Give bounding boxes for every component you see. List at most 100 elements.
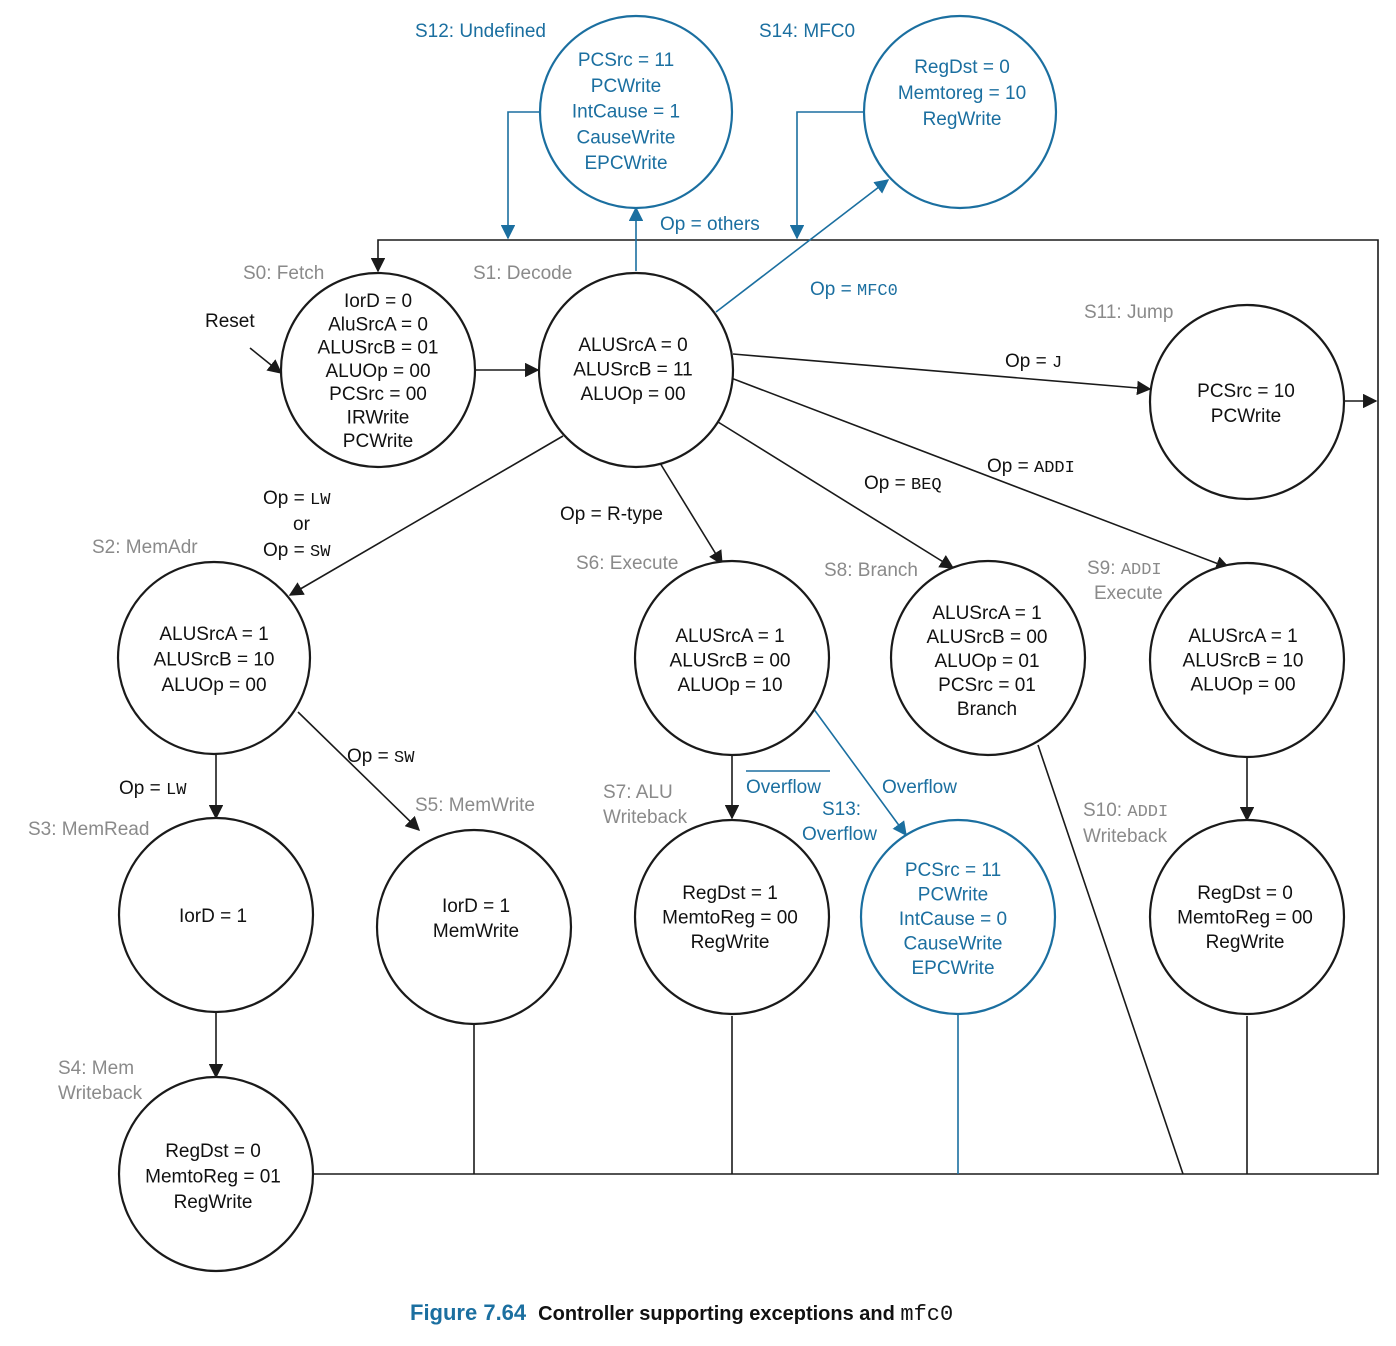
state-s1-circle	[537, 271, 735, 469]
state-s13-signal: IntCause = 0	[899, 909, 1007, 930]
s8-title: S8: Branch	[824, 560, 918, 581]
state-s4-signal: MemtoReg = 01	[145, 1167, 281, 1188]
s10-title-1: S10: ADDI	[1083, 800, 1168, 822]
state-s7-signal: MemtoReg = 00	[662, 908, 798, 929]
s2-title: S2: MemAdr	[92, 537, 198, 558]
state-s3-signal: IorD = 1	[179, 906, 247, 927]
state-s2-signal: ALUOp = 00	[161, 675, 266, 696]
s7-title-1: S7: ALU	[603, 782, 673, 803]
state-s5: IorD = 1 MemWrite	[375, 828, 573, 1026]
arrow-s1-s6	[659, 462, 723, 566]
s7-title-2: Writeback	[603, 807, 688, 828]
state-s12-circle	[538, 14, 734, 210]
state-s7-circle	[633, 818, 831, 1016]
state-s6-signal: ALUSrcB = 00	[670, 651, 791, 672]
state-s11-signal: PCSrc = 10	[1197, 381, 1295, 402]
state-s2-circle	[116, 560, 312, 756]
s0-title: S0: Fetch	[243, 263, 324, 284]
state-s5-signal: MemWrite	[433, 921, 519, 942]
label-op-j-mono: J	[1052, 354, 1062, 373]
state-s0-signal: PCWrite	[343, 431, 413, 452]
state-s9-circle	[1148, 561, 1346, 759]
label-op-lw-or-sw-3: Op = SW	[263, 540, 331, 562]
state-s14-circle	[862, 14, 1058, 210]
label-op-sw-prefix: Op =	[347, 746, 394, 767]
state-s4-signal: RegWrite	[174, 1192, 253, 1213]
label-op-lw-or-sw-1: Op = LW	[263, 488, 331, 510]
label-op-lw-or-sw-2: or	[293, 514, 311, 535]
state-s6-signal: ALUSrcA = 1	[675, 626, 784, 647]
s6-title: S6: Execute	[576, 553, 678, 574]
figure-caption: Figure 7.64 Controller supporting except…	[410, 1300, 953, 1327]
label-op-mfc0-mono: MFC0	[857, 282, 898, 301]
state-s7-signal: RegWrite	[691, 932, 770, 953]
state-s14-signal: RegDst = 0	[914, 57, 1010, 78]
state-s13-signal: PCSrc = 11	[905, 860, 1001, 881]
state-s13-signal: CauseWrite	[904, 934, 1003, 955]
s9-title-1: S9: ADDI	[1087, 558, 1162, 580]
state-s3: IorD = 1	[117, 816, 315, 1014]
arrow-s1-s8	[717, 421, 955, 569]
state-s11-signal: PCWrite	[1211, 406, 1281, 427]
state-s1-signal: ALUOp = 00	[580, 384, 685, 405]
s14-title: S14: MFC0	[759, 21, 855, 42]
caption-mono: mfc0	[900, 1302, 953, 1327]
state-s7-signal: RegDst = 1	[682, 883, 778, 904]
s10-title-prefix: S10:	[1083, 800, 1127, 821]
arrow-s2-s5	[297, 711, 421, 832]
s4-title-2: Writeback	[58, 1083, 143, 1104]
state-s12-signal: EPCWrite	[584, 153, 667, 174]
s10-title-2: Writeback	[1083, 826, 1168, 847]
label-op-addi: Op = ADDI	[987, 456, 1075, 478]
s13-title-1: S13:	[822, 799, 861, 820]
arrow-s6-s13	[812, 707, 907, 837]
label-op-lw: Op = LW	[119, 778, 187, 800]
state-s5-circle	[375, 828, 573, 1026]
state-s6-circle	[633, 559, 831, 757]
label-overflow: Overflow	[882, 777, 957, 798]
state-s10-circle	[1148, 818, 1346, 1016]
label-op-lw-prefix: Op =	[119, 778, 166, 799]
s3-title: S3: MemRead	[28, 819, 149, 840]
state-s0-signal: PCSrc = 00	[329, 384, 427, 405]
arrow-s14-bus	[789, 111, 864, 240]
state-s7: RegDst = 1 MemtoReg = 00 RegWrite	[633, 818, 831, 1016]
state-s0-signal: IorD = 0	[344, 291, 412, 312]
state-s9-signal: ALUSrcB = 10	[1183, 650, 1304, 671]
state-s13-signal: PCWrite	[918, 885, 988, 906]
s13-title-2: Overflow	[802, 824, 877, 845]
drop-s8	[1037, 744, 1184, 1175]
state-s0-signal: ALUOp = 00	[325, 361, 430, 382]
s1-title: S1: Decode	[473, 263, 572, 284]
label-op-lw-or-sw-1-mono: LW	[310, 491, 331, 510]
s9-title-prefix: S9:	[1087, 558, 1121, 579]
state-s0-signal: AluSrcA = 0	[328, 314, 428, 335]
state-s5-signal: IorD = 1	[442, 896, 510, 917]
state-s8-signal: ALUOp = 01	[934, 651, 1039, 672]
label-op-beq-prefix: Op =	[864, 473, 911, 494]
state-s12-signal: IntCause = 1	[572, 102, 680, 123]
caption-figure-number: Figure 7.64	[410, 1300, 527, 1325]
label-op-beq-mono: BEQ	[911, 476, 942, 495]
state-s13-signal: EPCWrite	[911, 958, 994, 979]
state-s3-circle	[117, 816, 315, 1014]
label-overflow-bar: Overflow	[746, 777, 821, 798]
label-op-beq: Op = BEQ	[864, 473, 942, 495]
reset-label: Reset	[205, 311, 255, 332]
s5-title: S5: MemWrite	[415, 795, 535, 816]
state-s10-signal: RegDst = 0	[1197, 883, 1293, 904]
label-op-j: Op = J	[1005, 351, 1062, 373]
label-op-addi-mono: ADDI	[1034, 459, 1075, 478]
state-s12-signal: PCWrite	[591, 76, 661, 97]
s4-title-1: S4: Mem	[58, 1058, 134, 1079]
state-s2-signal: ALUSrcA = 1	[159, 624, 268, 645]
